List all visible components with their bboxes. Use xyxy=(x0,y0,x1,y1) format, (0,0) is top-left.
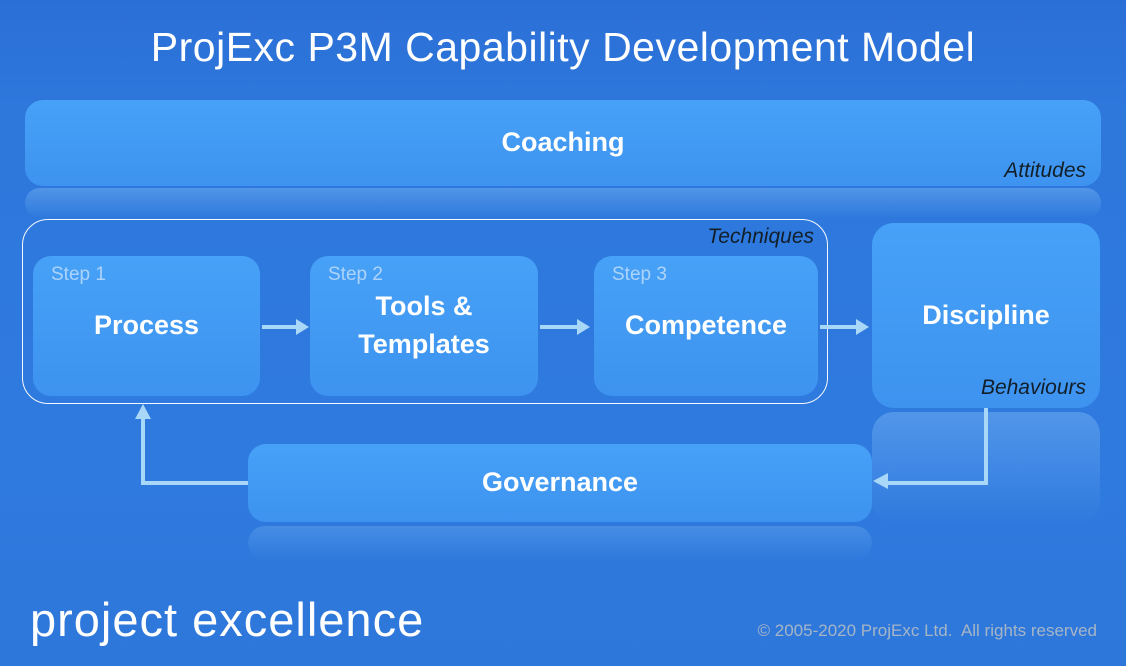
arrow-shaft xyxy=(141,418,145,485)
brand-logo: project excellence xyxy=(30,593,425,646)
arrow-head-right-icon xyxy=(856,319,869,335)
competence-label: Competence xyxy=(624,310,788,341)
copyright-text: © 2005-2020 ProjExc Ltd. All rights rese… xyxy=(757,621,1097,640)
attitudes-annotation: Attitudes xyxy=(1004,159,1086,182)
arrow-head-right-icon xyxy=(577,319,590,335)
process-box: Step 1 Process xyxy=(33,256,260,396)
governance-box: Governance xyxy=(248,444,872,522)
step-1-tag: Step 1 xyxy=(51,264,106,285)
process-label: Process xyxy=(93,310,200,341)
arrow-head-up-icon xyxy=(135,404,151,419)
arrow-shaft xyxy=(888,481,988,485)
arrow-shaft xyxy=(141,481,248,485)
step-2-tag: Step 2 xyxy=(328,264,383,285)
governance-reflection xyxy=(248,526,872,560)
coaching-reflection xyxy=(25,188,1101,218)
coaching-box: Coaching Attitudes xyxy=(25,100,1101,186)
tools-templates-box: Step 2 Tools & Templates xyxy=(310,256,538,396)
competence-box: Step 3 Competence xyxy=(594,256,818,396)
arrow-head-left-icon xyxy=(873,473,888,489)
discipline-box: Discipline Behaviours xyxy=(872,223,1100,408)
arrow-shaft xyxy=(820,325,858,329)
behaviours-annotation: Behaviours xyxy=(980,376,1086,399)
governance-label: Governance xyxy=(481,467,639,498)
arrow-shaft xyxy=(262,325,298,329)
discipline-label: Discipline xyxy=(922,299,1050,330)
step-3-tag: Step 3 xyxy=(612,264,667,285)
page-title: ProjExc P3M Capability Development Model xyxy=(150,24,976,70)
arrow-head-right-icon xyxy=(296,319,309,335)
tools-templates-label: Tools & Templates xyxy=(358,291,490,359)
techniques-group-outline: Techniques xyxy=(22,219,828,404)
techniques-annotation: Techniques xyxy=(707,225,814,248)
coaching-label: Coaching xyxy=(501,127,625,158)
arrow-shaft xyxy=(540,325,579,329)
arrow-shaft xyxy=(984,408,988,485)
